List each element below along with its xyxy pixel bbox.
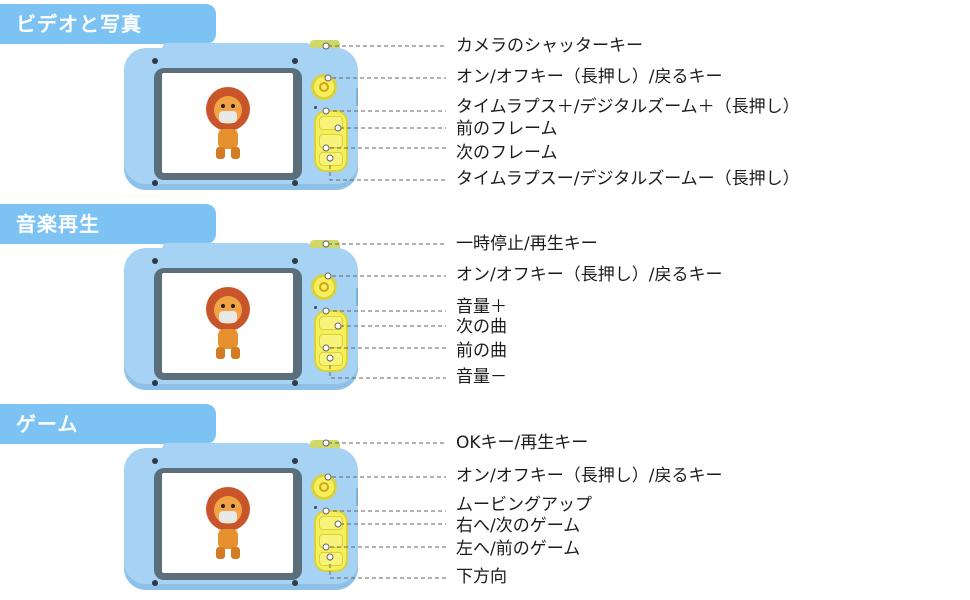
kids-camera-illustration <box>124 440 358 590</box>
kids-camera-illustration <box>124 240 358 390</box>
screw <box>152 258 158 264</box>
dpad-up <box>319 116 343 130</box>
section-music-playback: 音楽再生 <box>0 200 970 400</box>
lion-mascot-icon <box>206 287 250 359</box>
callout-label: 左へ/前のゲーム <box>456 539 581 559</box>
callout-label: 前の曲 <box>456 341 507 361</box>
dpad-down <box>319 152 343 166</box>
dpad-buttons <box>314 110 348 172</box>
callout-label: オン/オフキー（長押し）/戻るキー <box>456 67 723 87</box>
dpad-buttons <box>314 310 348 372</box>
screw <box>152 180 158 186</box>
power-back-button <box>311 474 337 500</box>
lion-mascot-icon <box>206 487 250 559</box>
indicator-dot <box>314 106 317 109</box>
dpad-buttons <box>314 510 348 572</box>
callout-label: OKキー/再生キー <box>456 433 589 453</box>
side-port <box>356 288 358 306</box>
callout-label: 一時停止/再生キー <box>456 234 598 254</box>
callout-label: タイムラプスー/デジタルズームー（長押し） <box>456 169 800 189</box>
callout-label: 音量－ <box>456 367 507 387</box>
callout-label: 次の曲 <box>456 317 507 337</box>
section-title: ゲーム <box>0 404 216 444</box>
screw <box>152 58 158 64</box>
section-title: 音楽再生 <box>0 204 216 244</box>
screw <box>292 580 298 586</box>
screw <box>292 58 298 64</box>
lion-mascot-icon <box>206 87 250 159</box>
screw <box>292 258 298 264</box>
callout-label: 下方向 <box>456 567 507 587</box>
callout-label: オン/オフキー（長押し）/戻るキー <box>456 466 723 486</box>
dpad-middle <box>319 134 343 148</box>
camera-screen <box>162 273 293 373</box>
dpad-middle <box>319 534 343 548</box>
screw <box>292 380 298 386</box>
kids-camera-illustration <box>124 40 358 190</box>
dpad-down <box>319 352 343 366</box>
callout-label: 音量＋ <box>456 297 507 317</box>
callout-label: 右へ/次のゲーム <box>456 516 581 536</box>
camera-screen <box>162 73 293 173</box>
screw <box>152 580 158 586</box>
dpad-down <box>319 552 343 566</box>
screw <box>152 380 158 386</box>
callout-label: 前のフレーム <box>456 119 558 139</box>
dpad-up <box>319 516 343 530</box>
indicator-dot <box>314 506 317 509</box>
section-game: ゲーム <box>0 400 970 600</box>
screw <box>292 180 298 186</box>
power-back-button <box>311 274 337 300</box>
side-port <box>356 488 358 506</box>
side-port <box>356 88 358 106</box>
screw <box>292 458 298 464</box>
camera-screen <box>162 473 293 573</box>
dpad-up <box>319 316 343 330</box>
power-back-button <box>311 74 337 100</box>
callout-label: ムービングアップ <box>456 495 592 515</box>
section-title: ビデオと写真 <box>0 4 216 44</box>
callout-label: カメラのシャッターキー <box>456 36 643 56</box>
callout-label: 次のフレーム <box>456 143 558 163</box>
callout-label: オン/オフキー（長押し）/戻るキー <box>456 265 723 285</box>
callout-label: タイムラプス＋/デジタルズーム＋（長押し） <box>456 97 800 117</box>
dpad-middle <box>319 334 343 348</box>
screw <box>152 458 158 464</box>
indicator-dot <box>314 306 317 309</box>
section-video-photo: ビデオと写真 <box>0 0 970 200</box>
